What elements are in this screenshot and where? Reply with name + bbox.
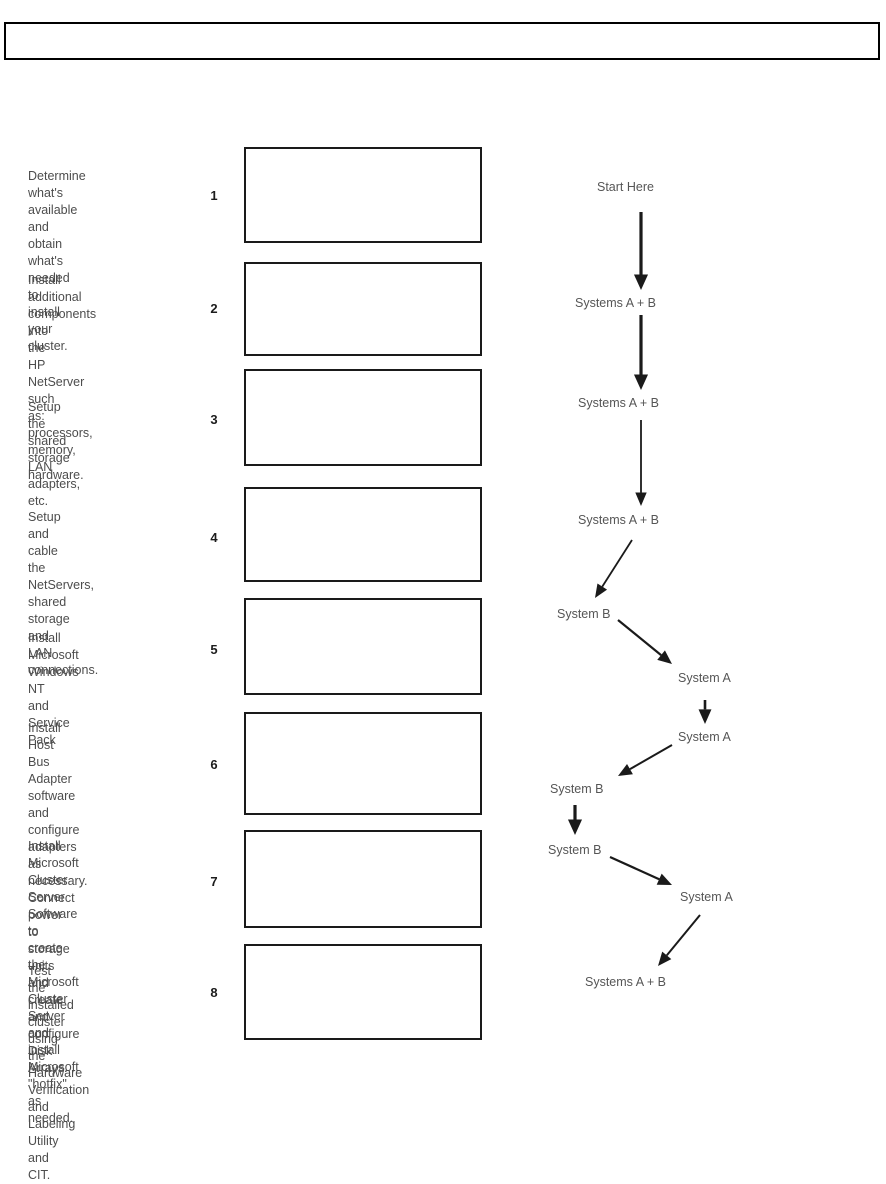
step-number: 3: [210, 412, 218, 427]
flow-label: Start Here: [597, 180, 654, 194]
flow-label: System A: [678, 671, 731, 685]
arrow-systemb-to-systema-3: [609, 855, 672, 885]
step-number: 1: [210, 188, 218, 203]
arrow-systema-1-to-2: [698, 700, 712, 724]
arrow-head: [658, 951, 672, 966]
step-box: [244, 487, 482, 582]
arrow-head: [657, 650, 672, 664]
arrow-head: [635, 492, 647, 506]
arrow-shaft: [601, 539, 633, 588]
arrow-head: [618, 764, 633, 776]
arrow-systems-3-to-systemb: [595, 539, 633, 598]
arrow-head: [567, 819, 583, 835]
arrow-shaft: [666, 914, 701, 956]
arrow-systems-1-to-2: [633, 315, 649, 390]
arrow-systema-2-to-systemb: [618, 744, 673, 776]
arrow-systema-to-systems-final: [658, 914, 701, 966]
step-box: [244, 598, 482, 695]
step-box: [244, 147, 482, 243]
step-box: [244, 830, 482, 928]
flow-label: System B: [548, 843, 602, 857]
arrow-head: [633, 274, 649, 290]
flow-label: Systems A + B: [578, 513, 659, 527]
arrow-systemb-to-systema-1: [617, 619, 672, 664]
arrow-shaft: [629, 744, 673, 770]
arrow-start-to-systems-1: [633, 212, 649, 290]
step-number: 4: [210, 530, 218, 545]
flow-label: System A: [680, 890, 733, 904]
arrow-shaft: [609, 855, 660, 881]
flow-label: Systems A + B: [578, 396, 659, 410]
arrow-head: [595, 583, 608, 598]
arrow-systemb-down: [567, 805, 583, 835]
header-banner: [4, 22, 880, 60]
step-box: [244, 262, 482, 356]
flow-label: Systems A + B: [585, 975, 666, 989]
flow-label: Systems A + B: [575, 296, 656, 310]
flow-label: System A: [678, 730, 731, 744]
step-number: 7: [210, 874, 218, 889]
arrow-head: [633, 374, 649, 390]
flow-arrow-group: [567, 212, 712, 966]
step-number: 6: [210, 757, 218, 772]
arrow-head: [656, 873, 672, 885]
arrow-shaft: [617, 619, 662, 656]
flow-label: System B: [557, 607, 611, 621]
arrow-systems-2-to-3: [635, 420, 647, 506]
step-box: [244, 369, 482, 466]
step-number: 2: [210, 301, 218, 316]
step-number: 5: [210, 642, 218, 657]
arrow-head: [698, 709, 712, 724]
step-number: 8: [210, 985, 218, 1000]
step-box: [244, 944, 482, 1040]
step-box: [244, 712, 482, 815]
flow-label: System B: [550, 782, 604, 796]
